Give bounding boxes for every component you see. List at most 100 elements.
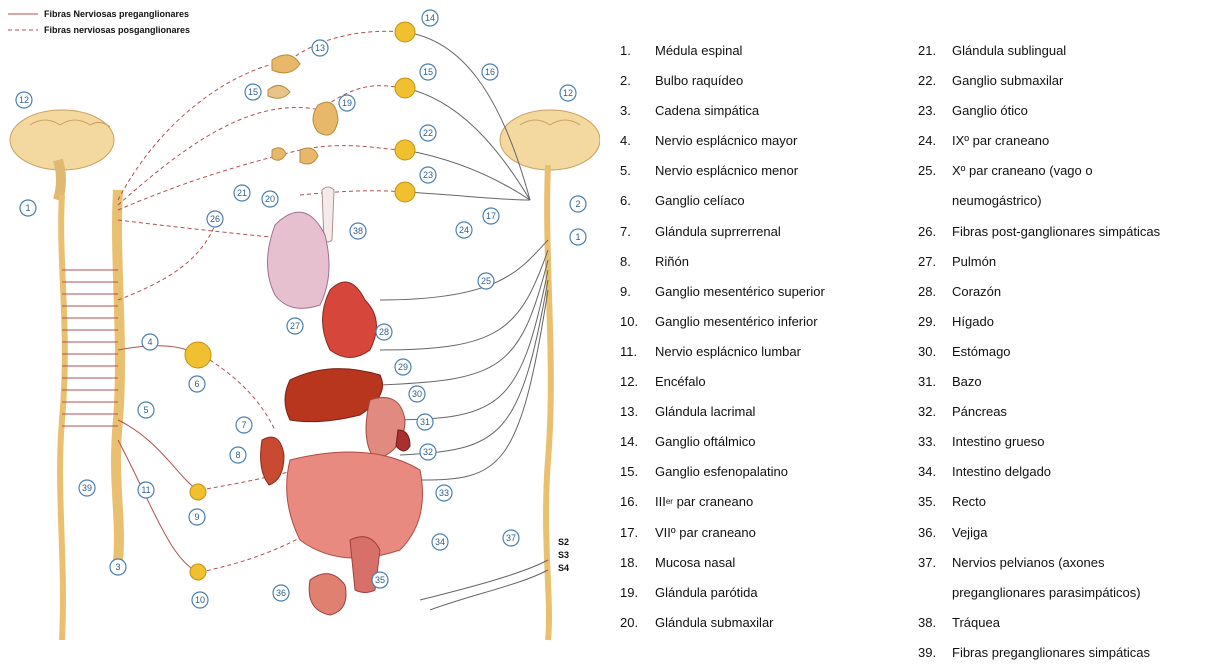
svg-text:34: 34 bbox=[435, 537, 445, 547]
marker-9: 9 bbox=[189, 509, 205, 525]
marker-22: 22 bbox=[420, 125, 436, 141]
marker-6: 6 bbox=[189, 376, 205, 392]
list-item: 8.Riñón bbox=[620, 247, 825, 277]
list-item: 25.Xº par craneano (vago o bbox=[918, 156, 1160, 186]
list-item: 34.Intestino delgado bbox=[918, 457, 1160, 487]
svg-text:12: 12 bbox=[19, 95, 29, 105]
marker-13: 13 bbox=[312, 40, 328, 56]
list-item: 18.Mucosa nasal bbox=[620, 548, 825, 578]
lacrimal-gland bbox=[272, 55, 300, 73]
list-item: 17.VIIº par craneano bbox=[620, 518, 825, 548]
list-item: 5.Nervio esplácnico menor bbox=[620, 156, 825, 186]
marker-34: 34 bbox=[432, 534, 448, 550]
marker-32: 32 bbox=[420, 444, 436, 460]
list-item: 9.Ganglio mesentérico superior bbox=[620, 277, 825, 307]
lung bbox=[268, 212, 330, 308]
list-item: 26.Fibras post-ganglionares simpáticas bbox=[918, 217, 1160, 247]
list-item: 1.Médula espinal bbox=[620, 36, 825, 66]
parotid-gland bbox=[313, 102, 338, 135]
list-item: 28.Corazón bbox=[918, 277, 1160, 307]
s2-label: S2 bbox=[558, 537, 569, 547]
marker-2: 2 bbox=[570, 196, 586, 212]
svg-text:21: 21 bbox=[237, 188, 247, 198]
marker-7: 7 bbox=[236, 417, 252, 433]
bladder bbox=[309, 574, 346, 615]
svg-text:14: 14 bbox=[425, 13, 435, 23]
spleen bbox=[396, 430, 410, 451]
svg-text:32: 32 bbox=[423, 447, 433, 457]
svg-text:15: 15 bbox=[248, 87, 258, 97]
svg-text:1: 1 bbox=[25, 203, 30, 213]
ganglion-15 bbox=[395, 78, 415, 98]
marker-25: 25 bbox=[478, 273, 494, 289]
svg-text:11: 11 bbox=[141, 485, 150, 495]
marker-23: 23 bbox=[420, 167, 436, 183]
marker-29: 29 bbox=[395, 359, 411, 375]
list-item: 39.Fibras preganglionares simpáticas bbox=[918, 638, 1160, 668]
marker-37: 37 bbox=[503, 530, 519, 546]
list-item: 19.Glándula parótida bbox=[620, 578, 825, 608]
marker-30: 30 bbox=[409, 386, 425, 402]
marker-3: 3 bbox=[110, 559, 126, 575]
marker-20: 20 bbox=[262, 191, 278, 207]
svg-text:7: 7 bbox=[241, 420, 246, 430]
list-item: 6.Ganglio celíaco bbox=[620, 186, 825, 216]
marker-19: 19 bbox=[339, 95, 355, 111]
right-brain bbox=[500, 110, 600, 170]
sublingual-gland bbox=[272, 148, 286, 161]
marker-5: 5 bbox=[138, 402, 154, 418]
marker-35: 35 bbox=[372, 572, 388, 588]
marker-26: 26 bbox=[207, 211, 223, 227]
legend-list-right: 21.Glándula sublingual 22.Ganglio submax… bbox=[918, 36, 1160, 668]
marker-27: 27 bbox=[287, 318, 303, 334]
list-item: 21.Glándula sublingual bbox=[918, 36, 1160, 66]
svg-text:12: 12 bbox=[563, 88, 573, 98]
svg-text:37: 37 bbox=[506, 533, 516, 543]
list-item: 7.Glándula suprrerrenal bbox=[620, 217, 825, 247]
svg-text:22: 22 bbox=[423, 128, 433, 138]
legend-list-left: 1.Médula espinal 2.Bulbo raquídeo 3.Cade… bbox=[620, 36, 825, 638]
svg-text:35: 35 bbox=[375, 575, 385, 585]
list-item: 22.Ganglio submaxilar bbox=[918, 66, 1160, 96]
svg-text:23: 23 bbox=[423, 170, 433, 180]
list-item: 13.Glándula lacrimal bbox=[620, 397, 825, 427]
list-item: 38.Tráquea bbox=[918, 608, 1160, 638]
svg-text:1: 1 bbox=[575, 232, 580, 242]
svg-text:15: 15 bbox=[423, 67, 433, 77]
nasal-mucosa bbox=[268, 85, 290, 98]
list-item: 11.Nervio esplácnico lumbar bbox=[620, 337, 825, 367]
list-item: 32.Páncreas bbox=[918, 397, 1160, 427]
svg-text:3: 3 bbox=[115, 562, 120, 572]
marker-33: 33 bbox=[436, 485, 452, 501]
svg-text:10: 10 bbox=[195, 595, 205, 605]
svg-text:31: 31 bbox=[420, 417, 430, 427]
marker-14: 14 bbox=[422, 10, 438, 26]
right-spinal-cord bbox=[546, 165, 551, 640]
anatomy-diagram: Fibras Nerviosas preganglionares Fibras … bbox=[0, 0, 600, 665]
marker-12: 12 bbox=[560, 85, 576, 101]
organs bbox=[261, 55, 423, 615]
list-item: 27.Pulmón bbox=[918, 247, 1160, 277]
list-item: 15.Ganglio esfenopalatino bbox=[620, 457, 825, 487]
preganglionic-fibres bbox=[62, 270, 198, 572]
svg-text:8: 8 bbox=[235, 450, 240, 460]
list-item: 24.IXº par craneano bbox=[918, 126, 1160, 156]
list-item: 23.Ganglio ótico bbox=[918, 96, 1160, 126]
marker-8: 8 bbox=[230, 447, 246, 463]
svg-text:24: 24 bbox=[459, 225, 469, 235]
marker-15: 15 bbox=[420, 64, 436, 80]
list-item: 31.Bazo bbox=[918, 367, 1160, 397]
list-item: 3.Cadena simpática bbox=[620, 96, 825, 126]
s4-label: S4 bbox=[558, 563, 569, 573]
svg-text:27: 27 bbox=[290, 321, 300, 331]
marker-36: 36 bbox=[273, 585, 289, 601]
marker-16: 16 bbox=[482, 64, 498, 80]
ganglion-22 bbox=[395, 140, 415, 160]
marker-10: 10 bbox=[192, 592, 208, 608]
marker-39: 39 bbox=[79, 480, 95, 496]
stomach bbox=[366, 398, 405, 461]
ganglion-14 bbox=[395, 22, 415, 42]
marker-11: 11 bbox=[138, 482, 154, 498]
list-item: 10.Ganglio mesentérico inferior bbox=[620, 307, 825, 337]
